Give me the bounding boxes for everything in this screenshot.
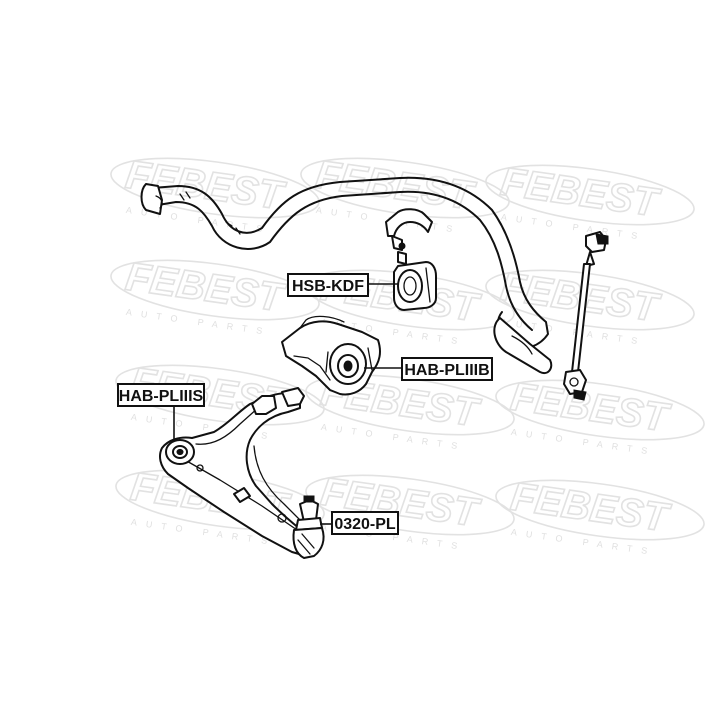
callout-0320-pl: 0320-PL [320, 511, 399, 535]
watermark-11: FEBEST AUTO PARTS [305, 469, 515, 552]
callout-label-hsb-kdf: HSB-KDF [292, 278, 364, 295]
stabilizer-link [563, 231, 609, 401]
stabilizer-bushing [393, 261, 437, 311]
watermark-1: FEBEST AUTO PARTS [110, 152, 320, 235]
rear-bushing-bracket [281, 315, 381, 396]
callout-label-hab-pliiis: HAB-PLIIIS [119, 388, 204, 405]
callout-hab-pliiis: HAB-PLIIIS [117, 383, 205, 440]
callout-hab-pliiib: HAB-PLIIIB [364, 357, 493, 381]
callout-label-hab-pliiib: HAB-PLIIIB [404, 362, 489, 379]
watermark-9: FEBEST AUTO PARTS [495, 374, 705, 457]
callout-hsb-kdf: HSB-KDF [287, 273, 398, 297]
ball-joint [292, 495, 325, 559]
stabilizer-bar [140, 176, 553, 374]
callout-label-0320-pl: 0320-PL [334, 516, 396, 533]
stabilizer-bracket [385, 208, 433, 265]
watermark-3: FEBEST AUTO PARTS [485, 159, 695, 242]
lower-control-arm [159, 387, 317, 557]
watermark-12: FEBEST AUTO PARTS [495, 474, 705, 557]
